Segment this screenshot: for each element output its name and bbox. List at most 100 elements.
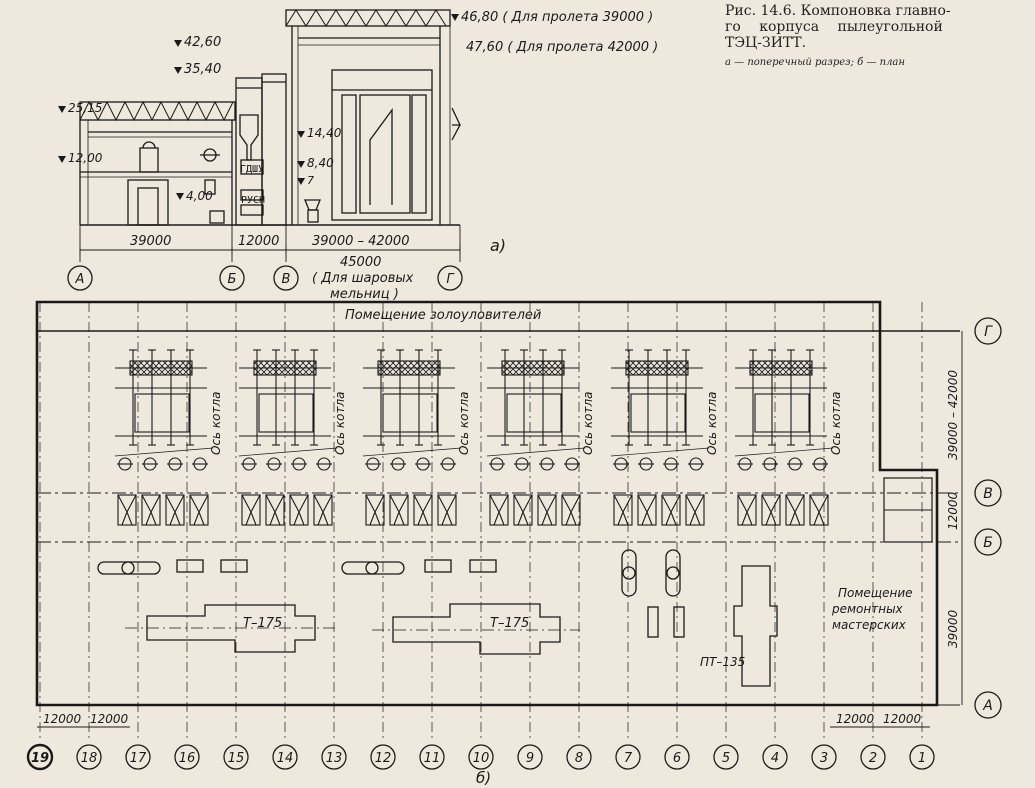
plan: [35, 300, 963, 728]
bunker-cell: [513, 494, 533, 526]
dim-39000: 39000: [130, 234, 171, 249]
bunker-cell: [437, 494, 457, 526]
boiler-unit-3: Ось котла: [362, 349, 471, 526]
boiler-axis-label: Ось котла: [457, 391, 471, 455]
bunker-cell: [809, 494, 829, 526]
turbine-2: [392, 603, 561, 655]
column-label-2: 2: [869, 751, 877, 766]
row-axis-A: А: [982, 698, 993, 714]
plan-turbines: [97, 549, 778, 687]
column-label-9: 9: [526, 751, 534, 766]
bunker-cell: [613, 494, 633, 526]
boiler-body: [630, 393, 686, 433]
column-label-19: 19: [31, 751, 49, 766]
bunker-cell: [189, 494, 209, 526]
column-label-7: 7: [624, 751, 633, 766]
mark-14-40: 14,40: [307, 126, 342, 140]
column-label-18: 18: [81, 751, 98, 766]
column-circle-11: [419, 744, 445, 770]
row-axis-V: В: [983, 486, 993, 502]
bunker: [239, 114, 259, 161]
bunker-cell: [365, 494, 385, 526]
mark-7: 7: [307, 174, 314, 187]
caption-line-1: Рис. 14.6. Компоновка главно-: [725, 3, 951, 19]
column-circle-6: [664, 744, 690, 770]
column-circle-19: [26, 743, 54, 771]
figure-caption: Рис. 14.6. Компоновка главно- го корпуса…: [725, 3, 1035, 68]
bunker-cell: [737, 494, 757, 526]
bottom-dim-right-1: 12000: [836, 712, 875, 726]
boiler-axis-label: Ось котла: [209, 391, 223, 455]
dim-note-1: ( Для шаровых: [312, 271, 414, 286]
label-rusn: РУСН: [241, 195, 265, 206]
turbine-label-2: Т–175: [490, 616, 529, 631]
bunker-cell: [141, 494, 161, 526]
column-circle-7: [615, 744, 641, 770]
section-axis-B-label: Б: [228, 272, 237, 287]
column-label-13: 13: [326, 751, 343, 766]
column-circle-15: [223, 744, 249, 770]
mark-42-60: 42,60: [184, 35, 221, 50]
boiler-unit-5: Ось котла: [610, 349, 719, 526]
column-circle-14: [272, 744, 298, 770]
bunker-cell: [685, 494, 705, 526]
plan-sublabel: б): [476, 769, 491, 787]
column-circle-10: [468, 744, 494, 770]
section-axis-A-label: А: [75, 272, 85, 287]
column-circle-3: [811, 744, 837, 770]
row-dim-2: 12000: [946, 491, 960, 530]
column-circle-1: [909, 744, 935, 770]
column-circle-13: [321, 744, 347, 770]
bunker-cell: [241, 494, 261, 526]
column-label-1: 1: [918, 751, 926, 766]
boiler-axis-label: Ось котла: [705, 391, 719, 455]
plan-boiler-units: Ось котла Ось котла Ось котла Ось котла Ось …: [114, 349, 843, 526]
column-circle-18: [76, 744, 102, 770]
boiler-unit-1: Ось котла: [114, 349, 223, 526]
bunker-cell: [117, 494, 137, 526]
repair-room-3: мастерских: [832, 618, 907, 632]
column-circle-9: [517, 744, 543, 770]
boiler-axis-label: Ось котла: [333, 391, 347, 455]
turbine-1: [146, 604, 316, 653]
section-axis-B: [219, 265, 245, 291]
boiler-roof-truss: [285, 9, 451, 27]
dim-39000-42000: 39000 – 42000: [312, 234, 409, 249]
row-dim-3: 39000: [946, 609, 960, 648]
row-axis-B: Б: [983, 535, 993, 551]
column-circle-8: [566, 744, 592, 770]
column-circle-4: [762, 744, 788, 770]
bunker-cell: [785, 494, 805, 526]
dim-12000: 12000: [238, 234, 279, 249]
turbine-label-3: ПТ–135: [700, 655, 745, 669]
column-circle-17: [125, 744, 151, 770]
turbine-label-1: Т–175: [243, 616, 282, 631]
bunker-cell: [489, 494, 509, 526]
column-circle-16: [174, 744, 200, 770]
bottom-dim-right-2: 12000: [883, 712, 922, 726]
bunker-cell: [389, 494, 409, 526]
left-roof-truss: [79, 101, 236, 121]
caption-line-2: го корпуса пылеугольной: [725, 19, 943, 35]
boiler-unit-6: Ось котла: [734, 349, 843, 526]
column-label-11: 11: [424, 751, 441, 766]
column-label-12: 12: [375, 751, 392, 766]
column-label-3: 3: [820, 751, 828, 766]
dim-45000: 45000: [340, 255, 381, 270]
boiler-axis-label: Ось котла: [829, 391, 843, 455]
boiler-body: [382, 393, 438, 433]
section-axis-A: [67, 265, 93, 291]
cross-section: [67, 9, 463, 291]
column-circle-2: [860, 744, 886, 770]
boiler-body: [506, 393, 562, 433]
dim-note-2: мельниц ): [330, 287, 399, 302]
mark-4-00: 4,00: [186, 189, 213, 203]
column-label-16: 16: [179, 751, 196, 766]
bunker-cell: [289, 494, 309, 526]
turbine-pt-135: [733, 565, 778, 687]
boiler-unit-2: Ось котла: [238, 349, 347, 526]
bunker-cell: [761, 494, 781, 526]
